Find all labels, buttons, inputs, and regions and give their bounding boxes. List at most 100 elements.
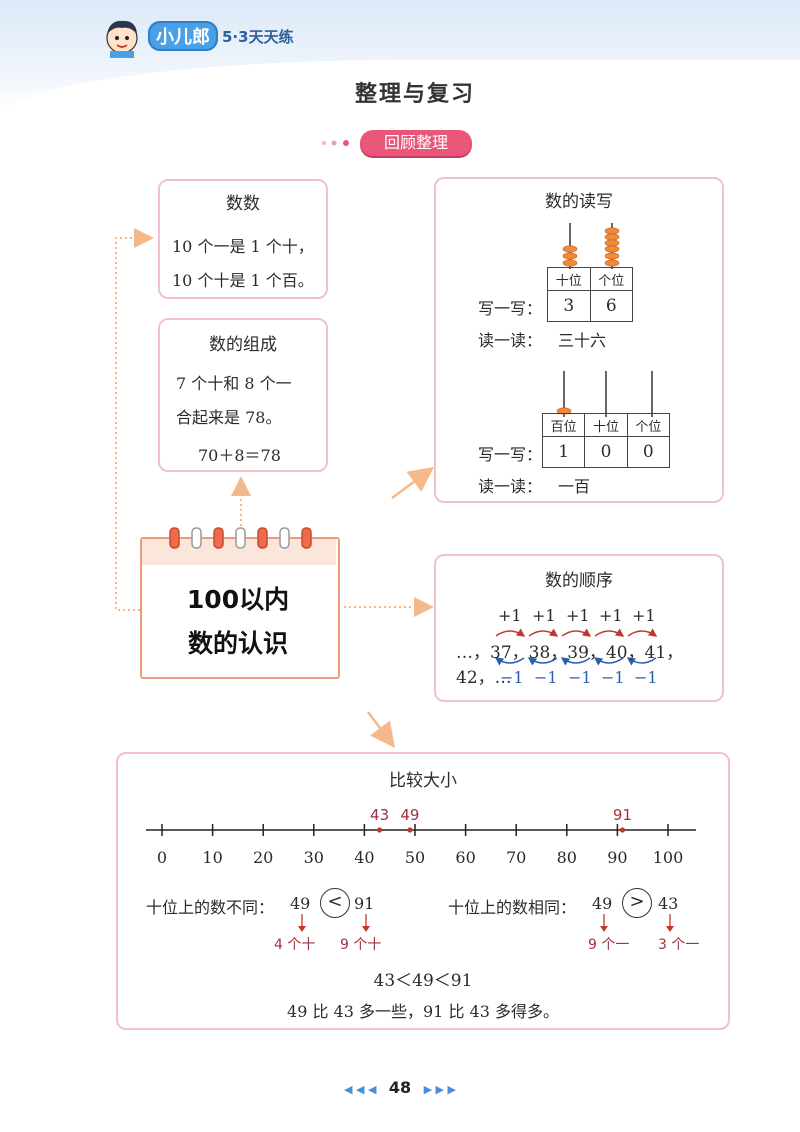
composition-line2: 合起来是 78。 [176, 408, 282, 427]
pv1-head-tens: 十位 [547, 267, 591, 291]
number-line-point [376, 827, 383, 833]
counting-line2: 10 个十是 1 个百。 [172, 271, 314, 290]
sequence-title: 数的顺序 [545, 571, 613, 591]
compare-title: 比较大小 [389, 771, 457, 791]
right-compare-label: 十位上的数相同： [448, 898, 577, 917]
abacus-icon [556, 371, 653, 417]
read-write-title: 数的读写 [545, 192, 613, 212]
plus-label: +1 [599, 606, 623, 625]
footer: ◀ ◀ ◀ 48 ▶ ▶ ▶ [0, 1078, 800, 1097]
sequence-numbers: …，37，38，39，40，41，42，… [456, 643, 684, 688]
section-label: 回顾整理 [360, 130, 472, 156]
number-line-point [407, 827, 413, 833]
number-line [146, 824, 696, 836]
read-write-box: 数的读写 十位 个位 3 6 写一写： 读一读： 三十六 百位 十位 个位 [434, 177, 724, 503]
pv1-head-ones: 个位 [589, 267, 633, 291]
right-note-b: 3 个一 [658, 937, 700, 953]
compare-box: 比较大小 43 49 91 0 10 20 30 40 50 60 70 80 90 100 十位上的数… [116, 752, 730, 1030]
composition-equation: 70＋8＝78 [198, 446, 281, 465]
right-sign-text: > [629, 891, 645, 912]
pv2-head-hundreds: 百位 [541, 413, 586, 437]
right-compare-sign: > [622, 888, 652, 918]
marked-number-label: 43 [370, 806, 390, 824]
tick-label: 100 [652, 848, 684, 867]
minus-label: −1 [534, 668, 558, 687]
plus-label: +1 [498, 606, 522, 625]
composition-title: 数的组成 [209, 335, 277, 355]
place-value-table-2: 百位 十位 个位 1 0 0 [541, 413, 671, 468]
minus-label: −1 [500, 668, 524, 687]
center-card-line2: 数的认识 [187, 629, 288, 658]
brand-name: 小儿郎 [148, 21, 218, 51]
left-note-b: 9 个十 [340, 937, 382, 953]
number-line-point [619, 827, 626, 833]
compare-chain: 43＜49＜91 [373, 971, 473, 991]
tick-label: 20 [253, 848, 274, 867]
right-compare-b: 43 [658, 894, 679, 913]
sequence-box: 数的顺序 +1 +1 +1 +1 +1 …，37，38，39，40，41，42，… [434, 554, 724, 702]
tick-label: 70 [506, 848, 527, 867]
pv2-val-tens: 0 [584, 436, 628, 468]
left-compare-label: 十位上的数不同： [146, 898, 275, 917]
pv2-val-ones: 0 [626, 436, 671, 468]
read-label-1: 读一读： [478, 331, 543, 350]
write-label-2: 写一写： [478, 445, 543, 464]
brand: 小儿郎 5·3天天练 [100, 14, 294, 58]
minus-label: −1 [634, 668, 658, 687]
place-value-table-1: 十位 个位 3 6 [547, 267, 633, 322]
reading-2: 一百 [558, 477, 591, 496]
tick-label: 90 [607, 848, 628, 867]
compare-summary: 49 比 43 多一些，91 比 43 多得多。 [287, 1002, 559, 1021]
tick-label: 80 [556, 848, 577, 867]
counting-title: 数数 [226, 194, 260, 214]
sequence-arrows [494, 628, 658, 666]
composition-box: 数的组成 7 个十和 8 个一 合起来是 78。 70＋8＝78 [158, 318, 328, 472]
counting-box: 数数 10 个一是 1 个十， 10 个十是 1 个百。 [158, 179, 328, 299]
composition-line1: 7 个十和 8 个一 [176, 374, 292, 393]
counting-line1: 10 个一是 1 个十， [172, 237, 314, 256]
pill-dots [322, 140, 349, 146]
plus-label: +1 [532, 606, 556, 625]
arrow-icon [362, 914, 370, 932]
left-compare-a: 49 [290, 894, 311, 913]
tick-label: 60 [455, 848, 476, 867]
marked-number-label: 91 [612, 806, 632, 824]
pv1-val-tens: 3 [547, 290, 591, 322]
brand-sub: 5·3天天练 [222, 27, 294, 46]
left-compare-b: 91 [354, 894, 375, 913]
calendar-rings-icon [169, 527, 312, 549]
write-label-1: 写一写： [478, 299, 543, 318]
pv2-head-ones: 个位 [626, 413, 671, 437]
boy-mascot-icon [106, 20, 138, 58]
tick-label: 30 [303, 848, 324, 867]
tick-label: 10 [202, 848, 223, 867]
tick-label: 40 [354, 848, 375, 867]
reading-1: 三十六 [558, 331, 607, 350]
pv2-head-tens: 十位 [584, 413, 628, 437]
left-sign-text: < [327, 891, 343, 912]
tick-label: 50 [404, 848, 426, 867]
pv2-val-hundreds: 1 [541, 436, 586, 468]
left-compare-sign: < [320, 888, 350, 918]
prev-arrows-icon: ◀ ◀ ◀ [344, 1083, 377, 1096]
read-label-2: 读一读： [478, 477, 543, 496]
page-number: 48 [388, 1078, 412, 1097]
right-compare-a: 49 [592, 894, 613, 913]
arrow-icon [298, 914, 306, 932]
left-note-a: 4 个十 [274, 937, 316, 953]
minus-label: −1 [568, 668, 592, 687]
abacus-icon [562, 223, 620, 269]
minus-label: −1 [601, 668, 625, 687]
arrow-icon [600, 914, 608, 932]
pv1-val-ones: 6 [589, 290, 633, 322]
right-note-a: 9 个一 [588, 937, 630, 953]
plus-label: +1 [566, 606, 590, 625]
plus-label: +1 [632, 606, 656, 625]
center-card-line1: 100以内 [186, 585, 290, 614]
tick-label: 0 [156, 848, 168, 867]
page-title: 整理与复习 [354, 82, 475, 107]
next-arrows-icon: ▶ ▶ ▶ [423, 1083, 456, 1096]
arrow-icon [666, 914, 674, 932]
marked-number-label: 49 [400, 806, 420, 824]
